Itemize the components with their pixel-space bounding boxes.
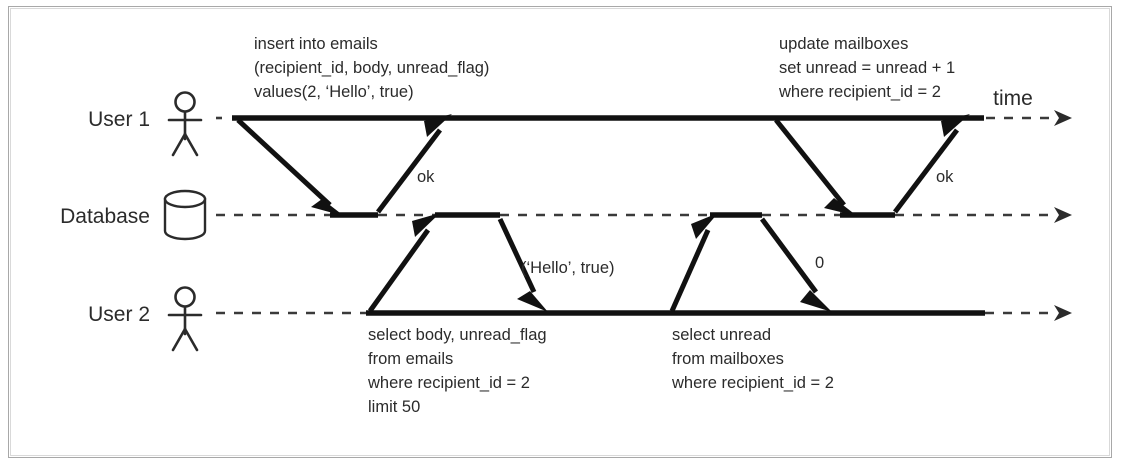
- note-insert: insert into emails (recipient_id, body, …: [254, 35, 489, 101]
- note-update-line-2: set unread = unread + 1: [779, 59, 955, 77]
- note-update-line-1: update mailboxes: [779, 35, 908, 53]
- lifeline-arrowhead-user1: [1054, 110, 1072, 126]
- message-label-m2-reply: (‘Hello’, true): [521, 259, 615, 277]
- database-cylinder-icon: [163, 189, 207, 241]
- message-m3-request: [669, 213, 718, 313]
- note-select-mailboxes-line-1: select unread: [672, 326, 771, 344]
- note-update-line-3: where recipient_id = 2: [778, 83, 941, 101]
- message-label-m4-reply: ok: [936, 168, 954, 186]
- lifeline-arrowhead-database: [1054, 207, 1072, 223]
- note-select-mailboxes: select unread from mailboxes where recip…: [671, 326, 834, 392]
- participant-label-user1: User 1: [88, 108, 150, 131]
- note-insert-line-1: insert into emails: [254, 35, 378, 53]
- message-m1-reply: ok: [376, 114, 452, 214]
- message-m4-request: [774, 118, 857, 216]
- note-update: update mailboxes set unread = unread + 1…: [778, 35, 955, 101]
- note-select-emails-line-1: select body, unread_flag: [368, 326, 547, 344]
- note-insert-line-2: (recipient_id, body, unread_flag): [254, 59, 489, 77]
- note-select-emails-line-3: where recipient_id = 2: [367, 374, 530, 392]
- participant-label-database: Database: [60, 205, 150, 228]
- participant-label-user2: User 2: [88, 303, 150, 326]
- stick-figure-icon-user1: [167, 91, 203, 157]
- note-select-mailboxes-line-2: from mailboxes: [672, 350, 784, 368]
- note-insert-line-3: values(2, ‘Hello’, true): [254, 83, 414, 101]
- message-m2-reply: (‘Hello’, true): [497, 217, 615, 312]
- message-m2-request: [367, 213, 440, 313]
- note-select-emails: select body, unread_flag from emails whe…: [367, 326, 547, 416]
- stick-figure-icon-user2: [167, 286, 203, 352]
- message-m3-reply: 0: [759, 217, 832, 312]
- message-label-m1-reply: ok: [417, 168, 435, 186]
- lifeline-user1: [216, 110, 1072, 126]
- message-label-m3-reply: 0: [815, 254, 824, 272]
- message-m4-reply: ok: [893, 114, 970, 214]
- note-select-emails-line-2: from emails: [368, 350, 453, 368]
- lifeline-arrowhead-user2: [1054, 305, 1072, 321]
- message-m1-request: [236, 118, 344, 216]
- note-select-emails-line-4: limit 50: [368, 398, 420, 416]
- lifeline-database: [216, 207, 1072, 223]
- note-select-mailboxes-line-3: where recipient_id = 2: [671, 374, 834, 392]
- time-axis-label: time: [993, 87, 1033, 110]
- lifeline-user2: [216, 305, 1072, 321]
